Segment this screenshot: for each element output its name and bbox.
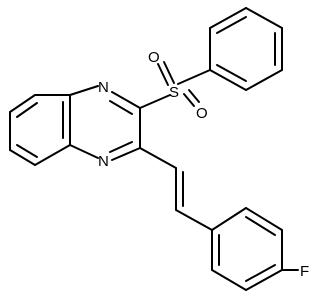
atom-label-n-bottom: N (98, 153, 109, 170)
vinyl-linker (139, 147, 213, 231)
atom-label-oxygen-left: O (148, 49, 160, 66)
atom-label-fluorine: F (300, 263, 309, 280)
benzo-ring (9, 94, 71, 166)
phenyl-ring (209, 7, 283, 91)
atom-label-sulfur: S (169, 84, 179, 101)
pyrazine-ring (69, 85, 141, 161)
atom-label-oxygen-right: O (196, 105, 208, 122)
sulfonyl-group (139, 61, 211, 109)
fluorophenyl-ring (211, 207, 299, 291)
atom-label-n-top: N (98, 79, 109, 96)
